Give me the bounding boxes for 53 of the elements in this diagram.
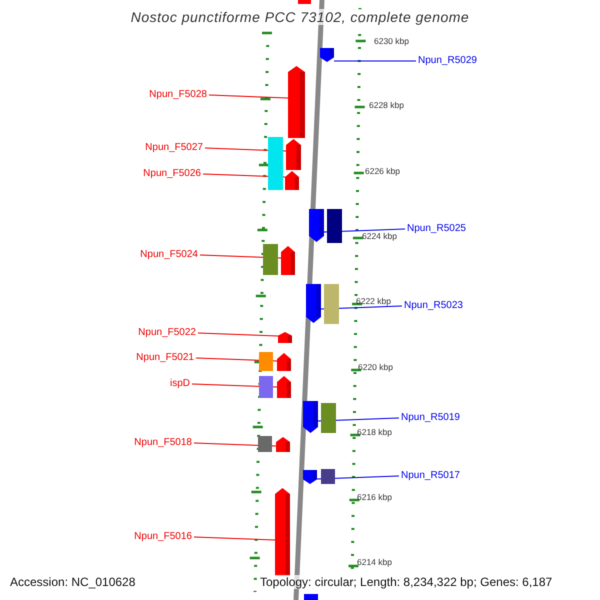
info-text: Topology: circular; Length: 8,234,322 bp; Genes: 6,187	[260, 575, 552, 589]
scale-label: 6218 kbp	[357, 427, 392, 437]
gene-label: Npun_F5026	[143, 168, 201, 180]
info-text: Accession: NC_010628	[10, 575, 136, 589]
leader-line	[192, 384, 278, 388]
gene-glyph	[278, 332, 292, 343]
scale-label: 6222 kbp	[356, 296, 391, 306]
gene-label: Npun_F5024	[140, 249, 198, 261]
gene-glyph	[275, 488, 290, 576]
leader-line	[204, 148, 286, 152]
gene-label: Npun_F5021	[136, 352, 194, 364]
gene-glyph	[306, 284, 321, 323]
scale-label: 6230 kbp	[374, 36, 409, 46]
gene-label: Npun_F5018	[134, 437, 192, 449]
gene-glyph	[276, 437, 290, 452]
leader-line	[208, 94, 288, 98]
gene-glyph	[309, 209, 324, 242]
leader-line	[334, 60, 416, 62]
leader-line	[324, 228, 406, 232]
scale-label: 6216 kbp	[357, 492, 392, 502]
leader-line	[198, 332, 278, 336]
leader-line	[318, 418, 400, 422]
leader-line	[194, 536, 276, 540]
gene-glyph	[277, 376, 291, 398]
scale-label: 6214 kbp	[357, 557, 392, 567]
gene-label: Npun_F5016	[134, 531, 192, 543]
gene-glyph	[320, 48, 334, 62]
gene-label: Npun_R5025	[407, 223, 466, 235]
gene-label: Npun_R5019	[401, 412, 460, 424]
gene-glyph	[303, 401, 318, 433]
leader-line	[196, 358, 278, 362]
gene-label: Npun_F5027	[145, 142, 203, 154]
scale-label: 6226 kbp	[365, 166, 400, 176]
gene-label: Npun_R5029	[418, 55, 477, 67]
gene-label: Npun_R5023	[404, 300, 463, 312]
gene-glyph	[285, 171, 299, 190]
scale-label: 6220 kbp	[358, 362, 393, 372]
gene-glyph	[303, 470, 317, 484]
scale-label: 6228 kbp	[369, 100, 404, 110]
gene-label: Npun_F5028	[149, 89, 207, 101]
leader-line	[202, 174, 286, 178]
leader-line	[320, 306, 402, 310]
gene-glyph	[277, 353, 291, 371]
gene-glyph	[281, 246, 295, 275]
gene-glyph	[286, 139, 301, 170]
title: Nostoc punctiforme PCC 73102, complete genome	[130, 9, 470, 25]
gene-label: Npun_R5017	[401, 470, 460, 482]
gene-label: ispD	[170, 378, 190, 390]
leader-line	[194, 442, 276, 446]
leader-line	[316, 476, 400, 480]
scale-label: 6224 kbp	[362, 231, 397, 241]
gene-label: Npun_F5022	[138, 327, 196, 339]
leader-line	[200, 254, 282, 258]
